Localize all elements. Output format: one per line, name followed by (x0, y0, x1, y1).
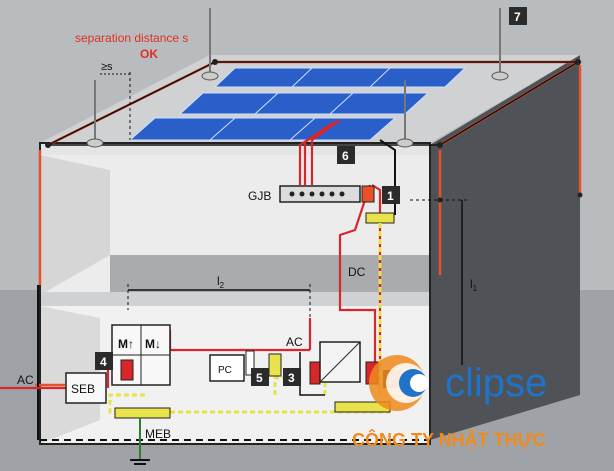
seb-label: SEB (71, 382, 95, 396)
badge-5: 5 (251, 368, 269, 386)
l2-label: l2 (217, 274, 225, 290)
svg-text:1: 1 (387, 189, 394, 203)
spd-5 (268, 353, 282, 377)
m-up-label: M↑ (118, 337, 134, 351)
svg-text:7: 7 (514, 10, 521, 24)
building-side-wall (430, 55, 580, 440)
badge-1: 1 (382, 186, 400, 204)
eclipse-logo: clipse CÔNG TY NHẬT THỰC (352, 355, 547, 450)
floor-slab (40, 292, 430, 306)
pv-row-1 (213, 67, 467, 88)
badge-3: 3 (283, 368, 301, 386)
roof-edge (40, 143, 430, 155)
spd-4 (120, 359, 134, 381)
svg-text:3: 3 (288, 371, 295, 385)
separation-ok-label: OK (140, 47, 158, 61)
badge-6: 6 (337, 146, 355, 164)
pc-label: PC (218, 365, 232, 376)
equipotential-bar-upper (365, 212, 395, 224)
internal-ac-label: AC (286, 335, 303, 349)
external-ac-label: AC (17, 373, 34, 387)
dc-label: DC (348, 265, 366, 279)
svg-text:6: 6 (342, 149, 349, 163)
upper-floor-left (40, 155, 110, 295)
l1-label: l1 (470, 277, 478, 293)
pc-monitor (209, 354, 245, 382)
badge-7: 7 (509, 7, 527, 25)
gjb-label: GJB (248, 189, 271, 203)
logo-brand: clipse (445, 361, 547, 405)
spd-3 (309, 361, 321, 385)
ge-s-label: ≥s (101, 61, 113, 73)
equipotential-bar-meb (114, 407, 171, 419)
svg-text:5: 5 (256, 371, 263, 385)
m-down-label: M↓ (145, 337, 161, 351)
svg-text:4: 4 (100, 355, 107, 369)
spd-1 (361, 185, 375, 203)
upper-floor-ground (110, 255, 430, 295)
separation-distance-label: separation distance s (75, 31, 188, 45)
pv-row-2 (178, 92, 430, 115)
seb-box (65, 372, 107, 404)
logo-company: CÔNG TY NHẬT THỰC (352, 429, 546, 450)
badge-4: 4 (95, 352, 113, 370)
pv-row-3 (128, 117, 397, 141)
pv-array (128, 67, 467, 141)
building-outline (39, 142, 431, 445)
meb-label: MEB (145, 427, 171, 441)
